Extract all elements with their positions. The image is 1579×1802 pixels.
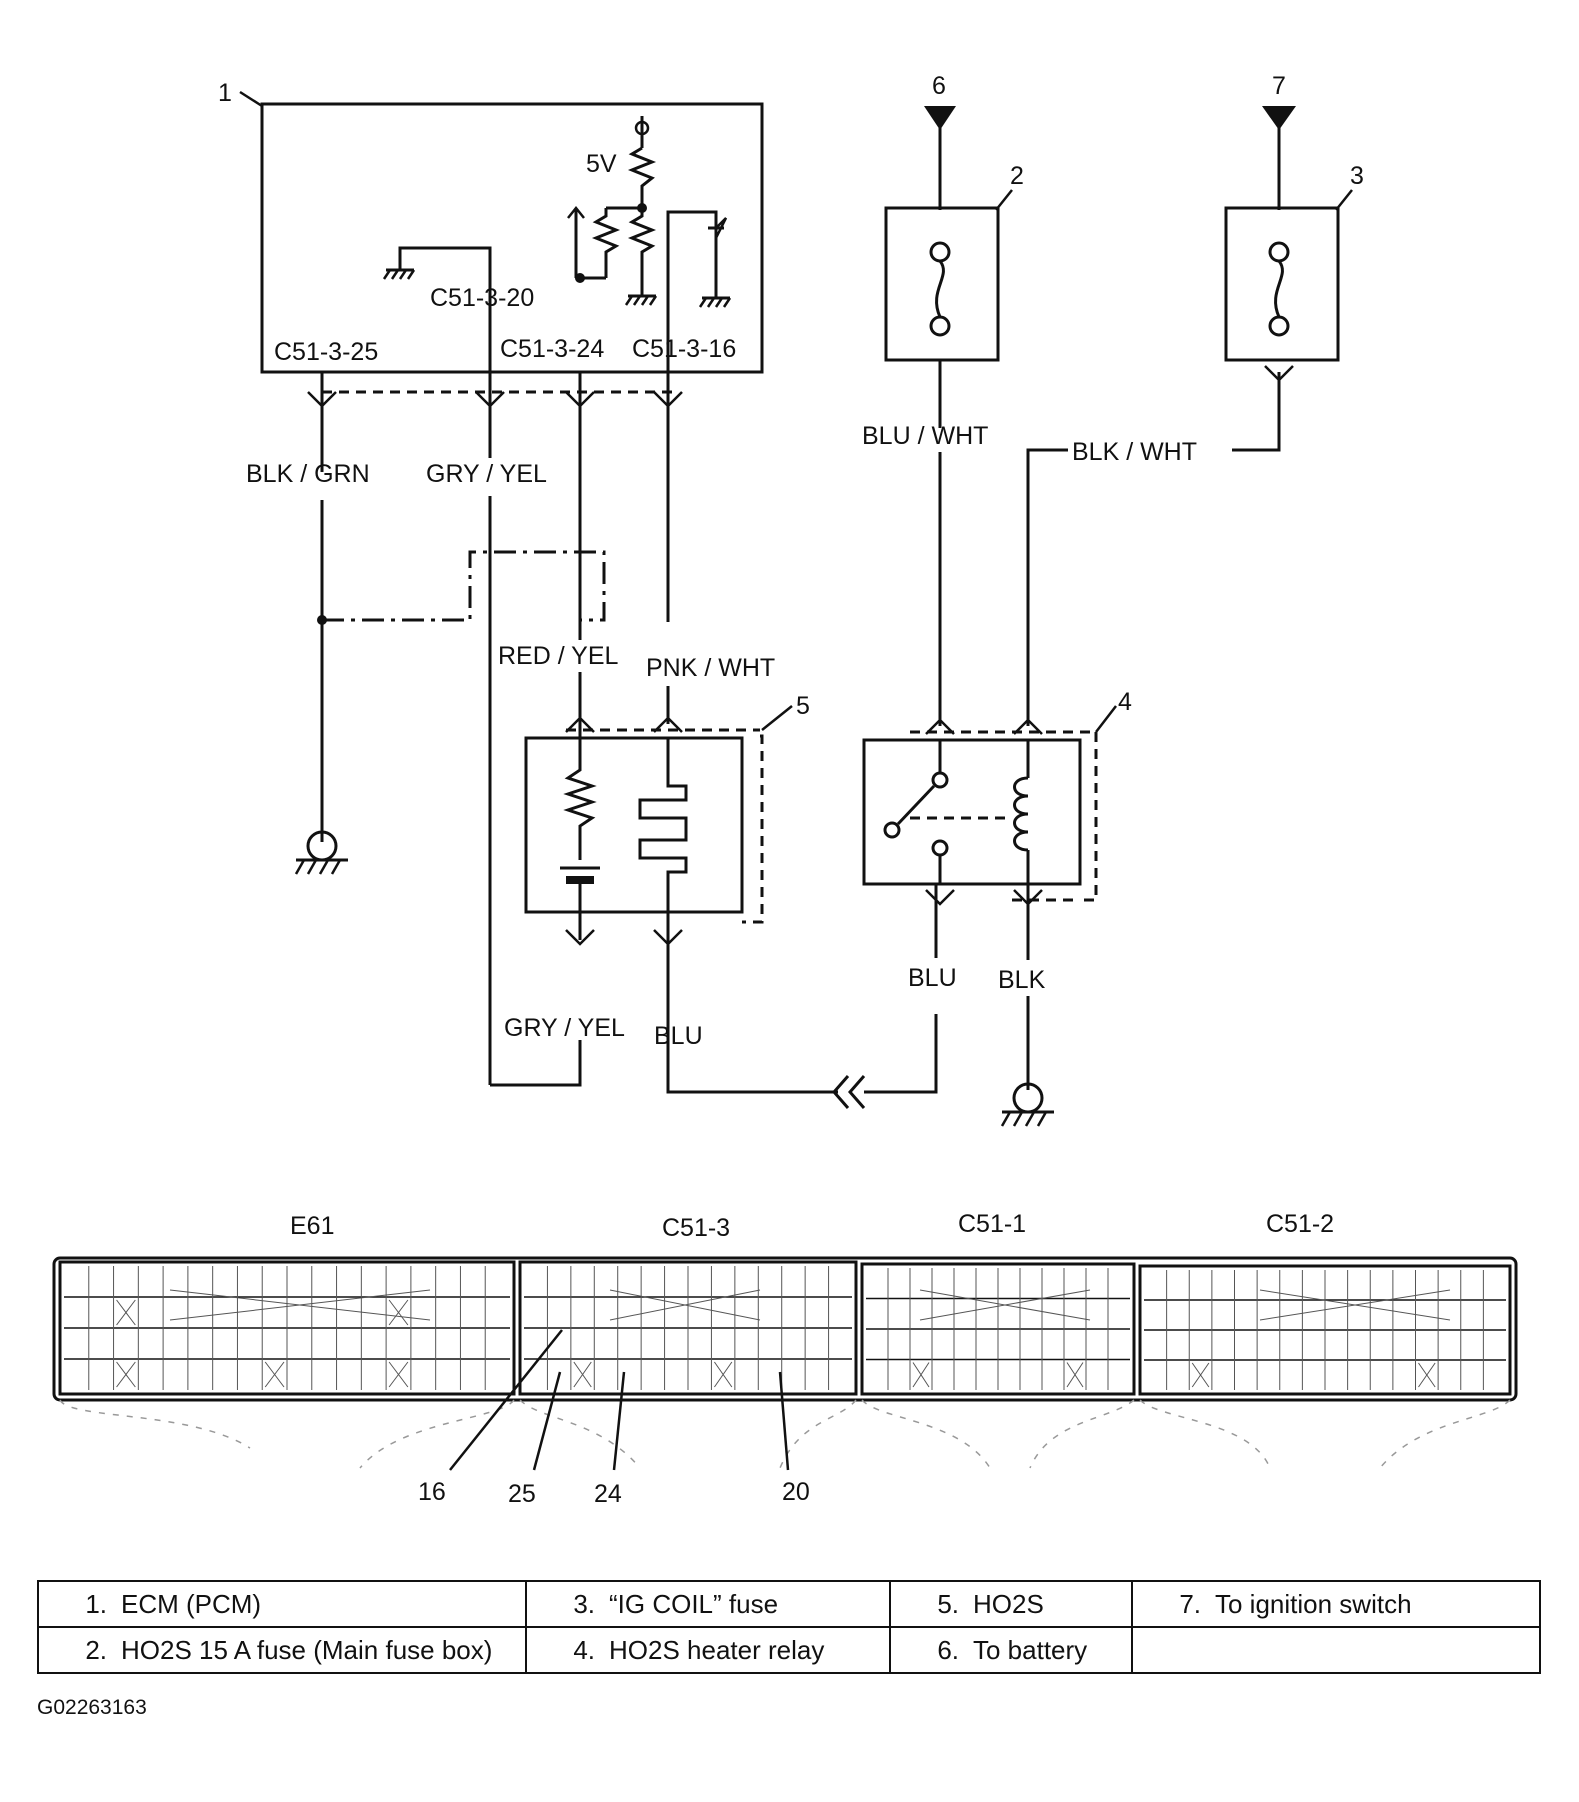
pin-callout-16: 16 [418, 1478, 446, 1506]
legend-row: 1.ECM (PCM) 3.“IG COIL” fuse 5.HO2S 7.To… [37, 1580, 1541, 1628]
legend-cell: 3.“IG COIL” fuse [525, 1580, 891, 1628]
figure-id: G02263163 [37, 1696, 147, 1719]
shield-line [322, 550, 606, 622]
legend-cell [1131, 1626, 1541, 1674]
battery-number: 6 [932, 72, 946, 100]
ecm-number: 1 [218, 79, 232, 107]
legend-row: 2.HO2S 15 A fuse (Main fuse box) 4.HO2S … [37, 1626, 1541, 1674]
fuse-ig-coil-number: 3 [1350, 162, 1364, 190]
wire-blk-grn: BLK / GRN [246, 372, 370, 876]
pin-callout-20: 20 [782, 1478, 810, 1506]
ho2s-sensor: 5 GRY / YEL BLU [504, 692, 810, 1050]
fuse-ho2s: 2 BLU / WHT [862, 162, 1024, 726]
fuse-ig-coil: 3 BLK / WHT [1026, 162, 1364, 726]
wire-label-blk-relay: BLK [998, 966, 1046, 994]
pin-c51-3-25: C51-3-25 [274, 338, 378, 366]
ignition-terminal: 7 [1262, 72, 1296, 210]
wire-label-gry-yel-top: GRY / YEL [426, 460, 547, 488]
connector-name-c51-3: C51-3 [662, 1214, 730, 1242]
ecm-connector-block: 16 25 24 20 [52, 1256, 1518, 1508]
wire-label-pnk-wht: PNK / WHT [646, 654, 775, 682]
wire-gry-yel: GRY / YEL [426, 372, 582, 1087]
ignition-number: 7 [1272, 72, 1286, 100]
legend-cell: 4.HO2S heater relay [525, 1626, 891, 1674]
voltage-label: 5V [586, 150, 617, 178]
wire-label-gry-yel-bottom: GRY / YEL [504, 1014, 625, 1042]
legend-cell: 1.ECM (PCM) [37, 1580, 527, 1628]
ho2s-number: 5 [796, 692, 810, 720]
pin-c51-3-24: C51-3-24 [500, 335, 604, 363]
connector-name-e61: E61 [290, 1212, 334, 1240]
wire-blu-link [666, 940, 938, 1109]
legend-cell: 5.HO2S [889, 1580, 1133, 1628]
wire-label-blk-grn: BLK / GRN [246, 460, 370, 488]
ho2s-heater-relay: 4 BLU BLK [862, 688, 1132, 1128]
wire-label-blu-sensor: BLU [654, 1022, 703, 1050]
wire-pnk-wht: PNK / WHT [646, 372, 775, 724]
connector-names: E61 C51-3 C51-1 C51-2 [290, 1210, 1334, 1242]
legend-cell: 7.To ignition switch [1131, 1580, 1541, 1628]
wire-label-blu-relay: BLU [908, 964, 957, 992]
connector-name-c51-2: C51-2 [1266, 1210, 1334, 1238]
pin-callout-24: 24 [594, 1480, 622, 1508]
relay-number: 4 [1118, 688, 1132, 716]
ecm-connector [306, 390, 684, 408]
legend-cell: 2.HO2S 15 A fuse (Main fuse box) [37, 1626, 527, 1674]
pin-c51-3-16: C51-3-16 [632, 335, 736, 363]
connector-pin-grid [64, 1266, 1506, 1390]
pin-c51-3-20: C51-3-20 [430, 284, 534, 312]
ecm-box: 1 5V C51-3-20 C51-3-25 C51-3-24 C51-3-16 [218, 79, 764, 400]
legend-cell: 6.To battery [889, 1626, 1133, 1674]
wire-label-blk-wht: BLK / WHT [1072, 438, 1197, 466]
wire-red-yel: RED / YEL [498, 372, 619, 724]
pin-callout-25: 25 [508, 1480, 536, 1508]
fuse-ho2s-number: 2 [1010, 162, 1024, 190]
battery-terminal: 6 [924, 72, 956, 210]
legend-table: 1.ECM (PCM) 3.“IG COIL” fuse 5.HO2S 7.To… [37, 1580, 1541, 1674]
wire-label-blu-wht: BLU / WHT [862, 422, 988, 450]
connector-name-c51-1: C51-1 [958, 1210, 1026, 1238]
wire-label-red-yel: RED / YEL [498, 642, 619, 670]
